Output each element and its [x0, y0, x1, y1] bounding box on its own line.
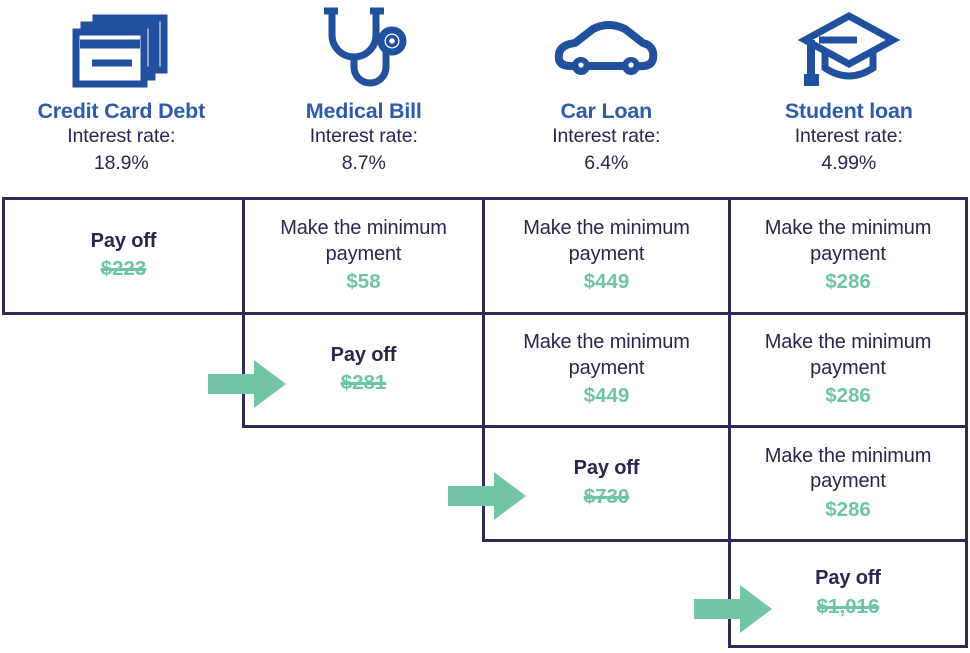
snowball-arrow-row-3 [448, 470, 526, 522]
stethoscope-icon [316, 0, 412, 100]
cell-action-label: Make the minimum payment [523, 331, 690, 379]
credit-card-icon [70, 0, 172, 100]
grid-cell: Pay off $1,016 [728, 539, 968, 648]
cell-amount-value: $286 [825, 497, 871, 521]
grid-cell: Make the minimum payment $286 [728, 312, 968, 428]
cell-action-label: Pay off [573, 457, 640, 480]
cell-action-label: Pay off [815, 567, 881, 590]
interest-rate-value: 4.99% [821, 152, 877, 175]
cell-action-label: Make the minimum payment [280, 217, 447, 265]
debt-name: Credit Card Debt [37, 99, 206, 123]
cell-amount-value: $58 [346, 270, 381, 294]
cell-amount-value: $730 [583, 484, 630, 508]
cell-action-label: Make the minimum payment [764, 444, 932, 493]
interest-rate-value: 6.4% [584, 152, 629, 175]
graduation-cap-icon [797, 0, 901, 100]
debt-header-medical-bill: Medical Bill Interest rate: 8.7% [243, 0, 486, 196]
cell-amount-value: $281 [340, 371, 387, 395]
cell-action-label: Make the minimum payment [764, 331, 932, 379]
cell-amount-value: $449 [583, 270, 630, 294]
grid-cell: Make the minimum payment $58 [242, 197, 485, 315]
debt-header-row: Credit Card Debt Interest rate: 18.9% Me… [0, 0, 970, 196]
cell-action-label: Make the minimum payment [523, 217, 690, 265]
cell-amount-value: $1,016 [816, 594, 880, 618]
grid-cell: Make the minimum payment $286 [728, 425, 968, 542]
debt-header-student-loan: Student loan Interest rate: 4.99% [728, 0, 970, 196]
grid-cell: Pay off $223 [2, 197, 245, 315]
grid-cell: Make the minimum payment $286 [728, 197, 968, 315]
snowball-arrow-row-2 [208, 358, 286, 410]
debt-header-car-loan: Car Loan Interest rate: 6.4% [485, 0, 728, 196]
cell-action-label: Make the minimum payment [764, 217, 932, 265]
debt-header-credit-card: Credit Card Debt Interest rate: 18.9% [0, 0, 243, 196]
interest-rate-label: Interest rate: [552, 124, 661, 147]
grid-cell: Pay off $730 [482, 425, 731, 542]
cell-amount-value: $223 [100, 257, 147, 281]
debt-name: Car Loan [560, 99, 653, 123]
debt-name: Student loan [784, 99, 913, 123]
cell-amount-value: $449 [583, 384, 630, 408]
interest-rate-label: Interest rate: [794, 124, 903, 147]
cell-action-label: Pay off [90, 229, 157, 252]
interest-rate-value: 8.7% [341, 152, 386, 175]
grid-cell: Make the minimum payment $449 [482, 197, 731, 315]
interest-rate-value: 18.9% [93, 152, 149, 175]
cell-amount-value: $286 [825, 384, 871, 408]
cell-amount-value: $286 [825, 270, 871, 294]
debt-name: Medical Bill [305, 99, 422, 123]
interest-rate-label: Interest rate: [67, 124, 176, 147]
snowball-arrow-row-4 [694, 583, 772, 635]
grid-cell: Make the minimum payment $449 [482, 312, 731, 428]
car-icon [551, 0, 661, 100]
cell-action-label: Pay off [330, 343, 397, 366]
interest-rate-label: Interest rate: [309, 124, 418, 147]
